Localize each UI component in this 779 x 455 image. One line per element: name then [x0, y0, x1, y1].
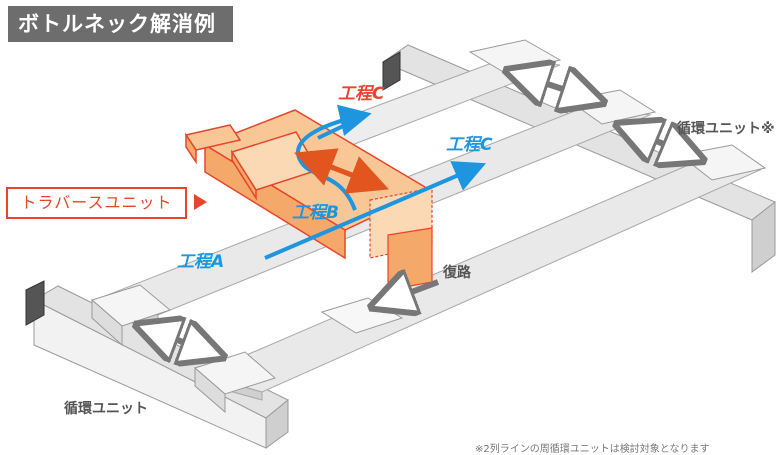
footnote: ※2列ラインの周循環ユニットは検討対象となります: [475, 444, 710, 455]
label-return-path: 復路: [443, 265, 471, 281]
return-arrow: [385, 282, 440, 302]
pointer-triangle-icon: [194, 194, 207, 210]
flow-arrow-a: [264, 161, 487, 260]
label-process-c-lower: 工程C: [446, 135, 493, 155]
page-title: ボトルネック解消例: [8, 6, 233, 42]
traverse-arrow: [294, 148, 389, 194]
label-process-a: 工程A: [177, 252, 225, 272]
circ-arrow-right: [630, 130, 690, 155]
rail-front: [198, 144, 767, 401]
traverse-unit-label: トラバースユニット: [6, 187, 187, 219]
circ-arrow-left: [150, 330, 210, 352]
label-circ-unit-left: 循環ユニット: [64, 401, 148, 417]
label-process-b: 工程B: [292, 203, 339, 223]
circ-arrow-top: [520, 75, 590, 98]
flow-arrow-c-upper: [317, 116, 361, 140]
label-circ-unit-right: 循環ユニット※: [677, 121, 775, 137]
label-process-c-upper: 工程C: [338, 84, 385, 104]
